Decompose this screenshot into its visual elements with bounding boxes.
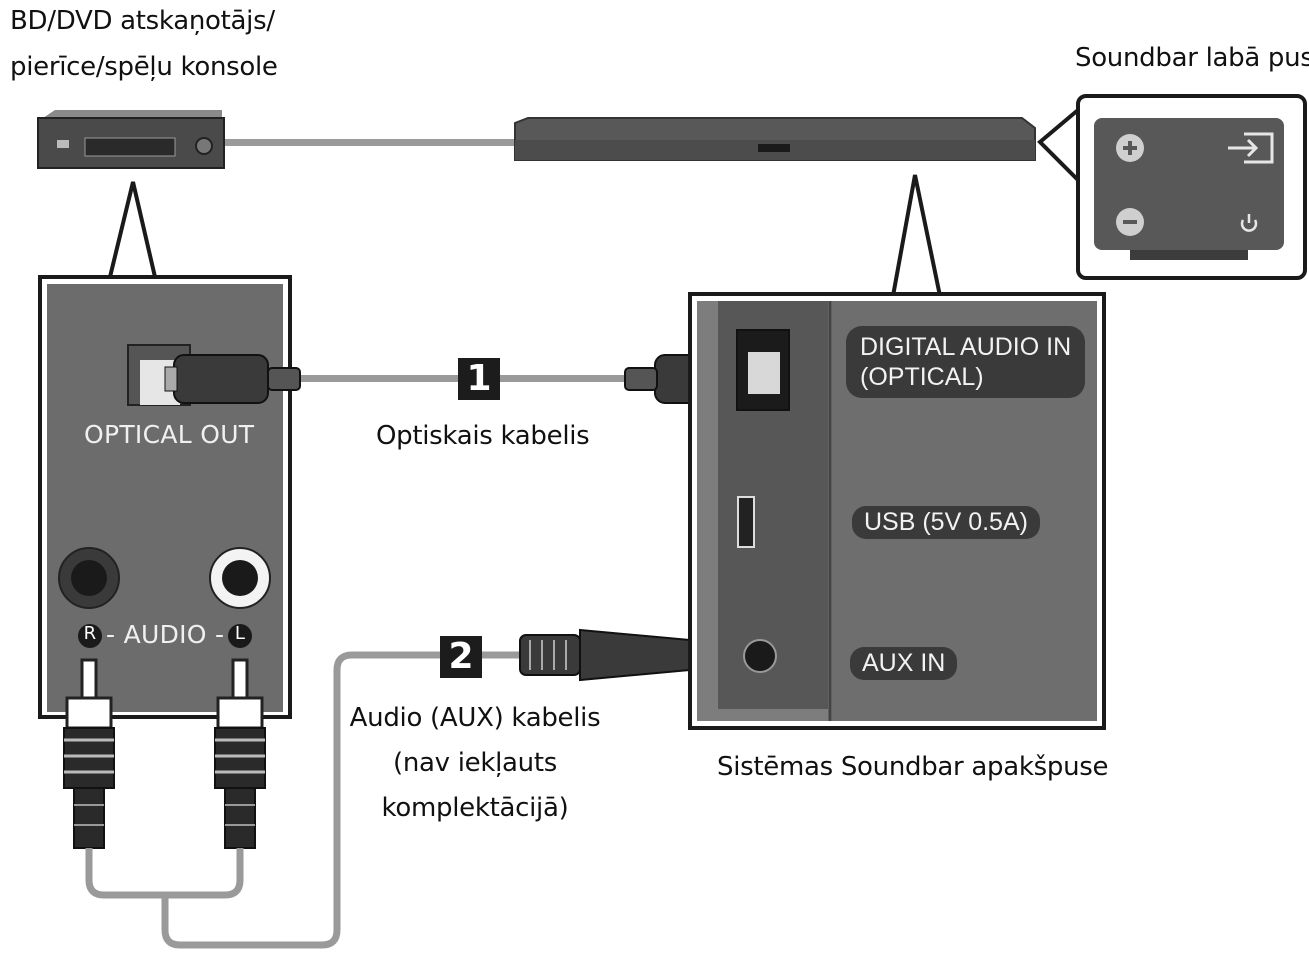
digital-audio-in-line2: (OPTICAL)	[860, 363, 984, 391]
optical-cable-label: Optiskais kabelis	[376, 421, 590, 451]
usb-port	[737, 496, 755, 548]
audio-r-text: R	[83, 623, 97, 644]
source-device-label-line2: pierīce/spēļu konsole	[10, 52, 278, 82]
top-cable	[225, 139, 520, 146]
aux-cable-label-line1: Audio (AUX) kabelis	[349, 703, 601, 733]
audio-l-marker	[228, 624, 252, 648]
usb-badge: USB (5V 0.5A)	[852, 506, 1040, 539]
step-2-badge: 2	[440, 636, 482, 678]
soundbar-bottom-label: Sistēmas Soundbar apakšpuse	[717, 752, 1109, 782]
digital-audio-in-line1: DIGITAL AUDIO IN	[860, 333, 1072, 361]
soundbar-right-side-label: Soundbar labā puse	[1075, 43, 1309, 73]
step-1-badge: 1	[458, 358, 500, 400]
aux-in-badge: AUX IN	[850, 647, 958, 680]
aux-cable-label-line3: komplektācijā)	[381, 793, 569, 823]
optical-out-label: OPTICAL OUT	[84, 420, 255, 449]
soundbar-right-callout	[1037, 105, 1080, 185]
player-callout	[108, 181, 157, 278]
soundbar	[514, 117, 1036, 161]
source-device-panel	[38, 275, 292, 719]
rca-plug-right	[63, 658, 115, 849]
audio-l-text: L	[234, 623, 246, 644]
soundbar-callout	[891, 174, 942, 297]
plus-icon	[1116, 134, 1144, 162]
audio-label: - AUDIO -	[106, 620, 225, 649]
bd-dvd-player	[37, 110, 225, 169]
digital-audio-in-badge: DIGITAL AUDIO IN (OPTICAL)	[846, 326, 1086, 398]
input-source-icon	[1228, 132, 1274, 164]
soundbar-right-panel	[1076, 94, 1307, 280]
source-device-label-line1: BD/DVD atskaņotājs/	[10, 6, 275, 36]
minus-icon	[1116, 208, 1144, 236]
aux-cable-label-line2: (nav iekļauts	[393, 748, 557, 778]
audio-r-marker	[78, 624, 102, 648]
power-icon	[1240, 214, 1258, 232]
aux-in-port	[743, 639, 777, 673]
rca-plug-left	[214, 658, 266, 849]
aux-cable	[85, 651, 520, 949]
optical-cable	[164, 354, 748, 404]
